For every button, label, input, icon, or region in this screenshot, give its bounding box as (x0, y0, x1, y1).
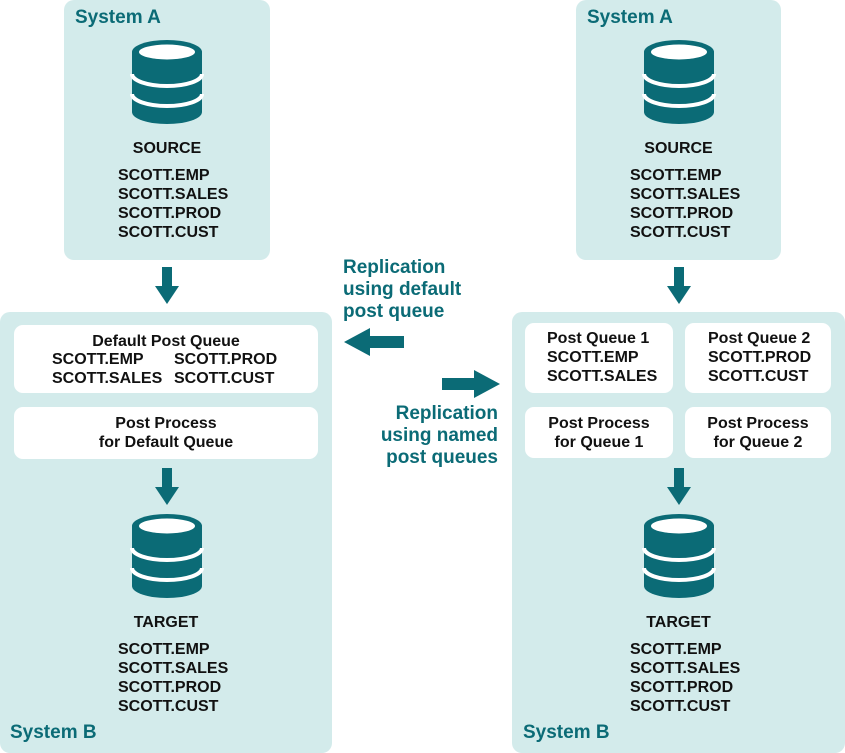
right-process-down-arrow-icon (667, 468, 691, 505)
right-down-arrow-icon (667, 267, 691, 304)
table-name: SCOTT.PROD (118, 679, 222, 696)
left-target-caption: TARGET (133, 614, 199, 631)
right-target-table-list: SCOTT.EMP SCOTT.SALES SCOTT.PROD SCOTT.C… (630, 640, 740, 716)
table-name: SCOTT.CUST (630, 224, 731, 241)
right-target-caption: TARGET (646, 614, 711, 631)
legend-line: using default (343, 279, 462, 300)
legend-named-queues: Replication using named post queues (340, 403, 498, 469)
post-queue-2-title: Post Queue 2 (708, 330, 811, 347)
table-name: SCOTT.SALES (118, 186, 229, 203)
queue-col-2: SCOTT.PROD SCOTT.CUST (174, 350, 277, 388)
post-process-line: Post Process (548, 415, 650, 432)
post-process-line: for Queue 1 (554, 434, 644, 451)
table-name: SCOTT.CUST (118, 224, 219, 241)
post-process-queue-2-box: Post Process for Queue 2 (685, 407, 831, 458)
database-icon (642, 38, 716, 126)
table-name: SCOTT.CUST (174, 370, 275, 387)
table-name: SCOTT.SALES (630, 186, 741, 203)
table-name: SCOTT.EMP (52, 351, 144, 368)
table-name: SCOTT.SALES (630, 660, 741, 677)
left-system-b-label: System B (10, 722, 97, 743)
database-icon (130, 512, 204, 600)
left-source-caption: SOURCE (132, 140, 202, 157)
legend-line: using named (380, 425, 498, 446)
table-name: SCOTT.PROD (630, 205, 734, 222)
table-name: SCOTT.SALES (547, 368, 658, 385)
right-arrow-icon (442, 370, 500, 398)
table-name: SCOTT.EMP (118, 167, 210, 184)
table-name: SCOTT.EMP (118, 641, 210, 658)
database-icon (642, 512, 716, 600)
default-post-queue-title: Default Post Queue (92, 333, 240, 350)
table-name: SCOTT.CUST (630, 698, 731, 715)
right-source-caption: SOURCE (644, 140, 713, 157)
left-source-table-list: SCOTT.EMP SCOTT.SALES SCOTT.PROD SCOTT.C… (118, 166, 228, 242)
database-icon (130, 38, 204, 126)
default-post-queue-box: Default Post Queue SCOTT.EMP SCOTT.SALES… (14, 325, 318, 393)
legend-line: Replication (395, 403, 498, 424)
table-name: SCOTT.EMP (547, 349, 639, 366)
table-name: SCOTT.EMP (630, 641, 722, 658)
left-down-arrow-icon (155, 267, 179, 304)
table-name: SCOTT.CUST (708, 368, 809, 385)
table-name: SCOTT.PROD (708, 349, 812, 366)
post-queue-1-title: Post Queue 1 (547, 330, 650, 347)
right-source-table-list: SCOTT.EMP SCOTT.SALES SCOTT.PROD SCOTT.C… (630, 166, 740, 242)
post-process-line: for Default Queue (98, 434, 234, 451)
post-process-line: Post Process (115, 415, 217, 432)
table-name: SCOTT.EMP (630, 167, 722, 184)
default-post-process-box: Post Process for Default Queue (14, 407, 318, 459)
queue-col-1: SCOTT.EMP SCOTT.SALES (52, 350, 162, 388)
left-target-table-list: SCOTT.EMP SCOTT.SALES SCOTT.PROD SCOTT.C… (118, 640, 228, 716)
right-system-b-label: System B (523, 722, 610, 743)
legend-line: Replication (343, 257, 446, 278)
post-process-line: for Queue 2 (713, 434, 803, 451)
post-process-line: Post Process (707, 415, 809, 432)
legend-line: post queue (343, 301, 445, 322)
table-name: SCOTT.CUST (118, 698, 219, 715)
right-system-a-label: System A (587, 7, 673, 28)
left-arrow-icon (344, 328, 404, 356)
post-queue-2-box: Post Queue 2 SCOTT.PROD SCOTT.CUST (685, 323, 831, 393)
table-name: SCOTT.PROD (630, 679, 734, 696)
post-process-queue-1-box: Post Process for Queue 1 (525, 407, 673, 458)
table-name: SCOTT.SALES (52, 370, 163, 387)
legend-line: post queues (386, 447, 498, 468)
post-queue-1-box: Post Queue 1 SCOTT.EMP SCOTT.SALES (525, 323, 673, 393)
left-process-down-arrow-icon (155, 468, 179, 505)
table-name: SCOTT.PROD (174, 351, 278, 368)
table-name: SCOTT.SALES (118, 660, 229, 677)
left-system-a-label: System A (75, 7, 161, 28)
table-name: SCOTT.PROD (118, 205, 222, 222)
legend-default-queue: Replication using default post queue (343, 257, 461, 323)
